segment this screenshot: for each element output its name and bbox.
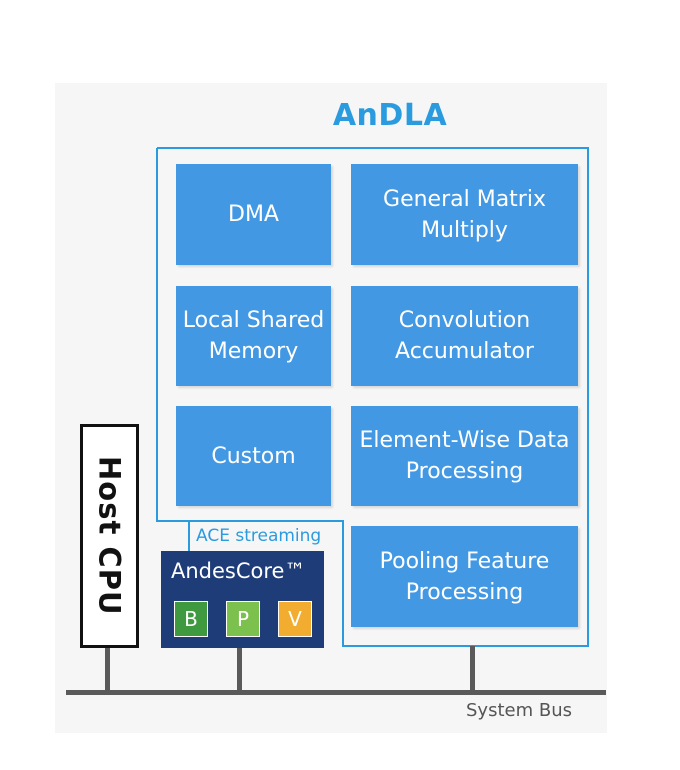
custom-block: Custom <box>176 406 331 506</box>
host-cpu-label: Host CPU <box>92 456 127 616</box>
gemm-block: General Matrix Multiply <box>351 164 578 265</box>
andes-core-label: AndesCore™ <box>171 559 306 583</box>
andes-bus-connector <box>237 648 242 692</box>
host-bus-connector <box>105 648 110 692</box>
badge-v: V <box>278 601 312 637</box>
andla-bus-connector <box>470 646 475 692</box>
host-cpu-block: Host CPU <box>80 424 139 648</box>
badge-b: B <box>174 601 208 637</box>
andla-title: AnDLA <box>332 98 448 133</box>
system-bus-line <box>66 690 606 695</box>
convolution-accumulator-block: Convolution Accumulator <box>351 286 578 386</box>
pooling-feature-block: Pooling Feature Processing <box>351 526 578 627</box>
badge-p: P <box>226 601 260 637</box>
ace-streaming-label: ACE streaming <box>196 526 322 546</box>
element-wise-block: Element-Wise Data Processing <box>351 406 578 506</box>
dma-block: DMA <box>176 164 331 265</box>
andes-core-block: AndesCore™ B P V <box>161 551 324 648</box>
local-shared-memory-block: Local Shared Memory <box>176 286 331 386</box>
system-bus-label: System Bus <box>466 700 572 721</box>
